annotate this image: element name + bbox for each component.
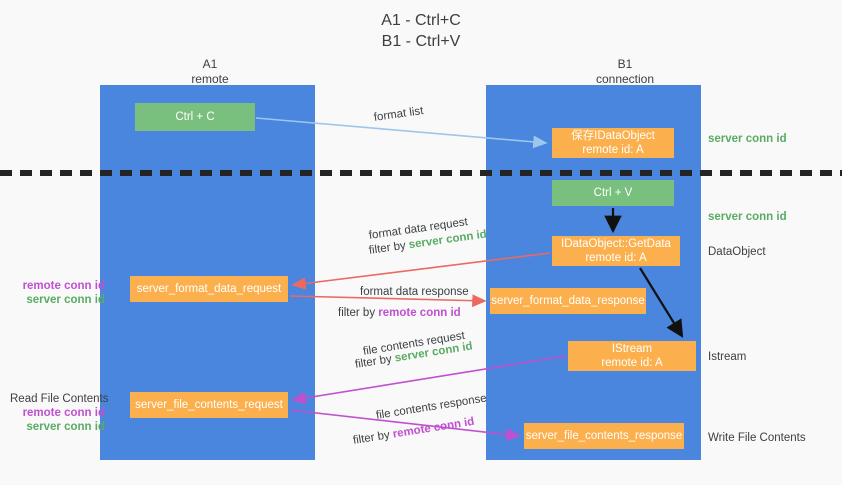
annotation-conn-ids-format: remote conn id server conn id — [10, 279, 105, 307]
arrow-format-list — [255, 117, 548, 149]
annotation-server-conn-id-2: server conn id — [26, 421, 105, 433]
node-istream-line2: remote id: A — [601, 357, 663, 369]
column-a1-sub: remote — [191, 72, 229, 86]
node-server-file-contents-response[interactable]: server_file_contents_response — [524, 423, 684, 449]
arrow-file-contents-response — [289, 409, 521, 441]
column-b1-name: B1 — [617, 57, 633, 71]
node-server-format-data-request-label: server_format_data_request — [136, 283, 282, 295]
node-server-format-data-request[interactable]: server_format_data_request — [130, 276, 288, 302]
annotation-server-conn-id-top: server conn id — [708, 133, 787, 145]
filter-id-2: remote conn id — [378, 307, 461, 319]
node-server-file-contents-request[interactable]: server_file_contents_request — [130, 392, 288, 418]
arrow-file-contents-request — [291, 355, 567, 405]
node-ctrl-v[interactable]: Ctrl + V — [552, 180, 674, 206]
edge-label-format-data-response: format data response — [360, 286, 469, 298]
node-ctrl-v-label: Ctrl + V — [593, 187, 633, 199]
node-ctrl-c-label: Ctrl + C — [175, 111, 215, 123]
arrow-format-data-response — [289, 294, 487, 308]
arrow-getdata-to-istream — [639, 267, 684, 338]
annotation-remote-conn-id-2: remote conn id — [22, 407, 105, 419]
annotation-read-file-contents-group: Read File Contents remote conn id server… — [10, 392, 109, 434]
annotation-dataobject: DataObject — [708, 246, 766, 258]
node-istream[interactable]: IStream remote id: A — [568, 341, 696, 371]
node-istream-line1: IStream — [611, 343, 653, 355]
column-header-a1: A1 remote — [130, 57, 290, 87]
phase-divider — [0, 170, 842, 176]
node-server-file-contents-request-label: server_file_contents_request — [135, 399, 283, 411]
page-title: A1 - Ctrl+C B1 - Ctrl+V — [0, 10, 842, 52]
node-save-idataobject-line1: 保存IDataObject — [571, 130, 655, 142]
node-server-file-contents-response-label: server_file_contents_response — [525, 430, 683, 442]
node-save-idataobject[interactable]: 保存IDataObject remote id: A — [552, 128, 674, 158]
column-b1-sub: connection — [595, 72, 655, 86]
filter-prefix-2: filter by — [338, 307, 379, 319]
node-getdata-line1: IDataObject::GetData — [561, 238, 671, 250]
node-ctrl-c[interactable]: Ctrl + C — [135, 103, 255, 131]
arrow-format-data-request — [291, 252, 551, 290]
annotation-remote-conn-id-1: remote conn id — [22, 280, 105, 292]
title-line-1: A1 - Ctrl+C — [381, 12, 461, 29]
annotation-server-conn-id-1: server conn id — [26, 294, 105, 306]
annotation-read-file-contents: Read File Contents — [10, 393, 109, 405]
column-header-b1: B1 connection — [545, 57, 705, 87]
node-server-format-data-response[interactable]: server_format_data_response — [490, 288, 646, 314]
node-server-format-data-response-label: server_format_data_response — [491, 295, 645, 307]
annotation-istream: Istream — [708, 351, 747, 363]
node-save-idataobject-line2: remote id: A — [582, 144, 644, 156]
node-idataobject-getdata[interactable]: IDataObject::GetData remote id: A — [552, 236, 680, 266]
annotation-server-conn-id-mid: server conn id — [708, 211, 787, 223]
title-line-2: B1 - Ctrl+V — [381, 33, 461, 50]
node-getdata-line2: remote id: A — [585, 252, 647, 264]
annotation-write-file-contents: Write File Contents — [708, 432, 806, 444]
edge-label-format-data-response-filter: filter by remote conn id — [338, 306, 461, 321]
column-a1-name: A1 — [202, 57, 218, 71]
